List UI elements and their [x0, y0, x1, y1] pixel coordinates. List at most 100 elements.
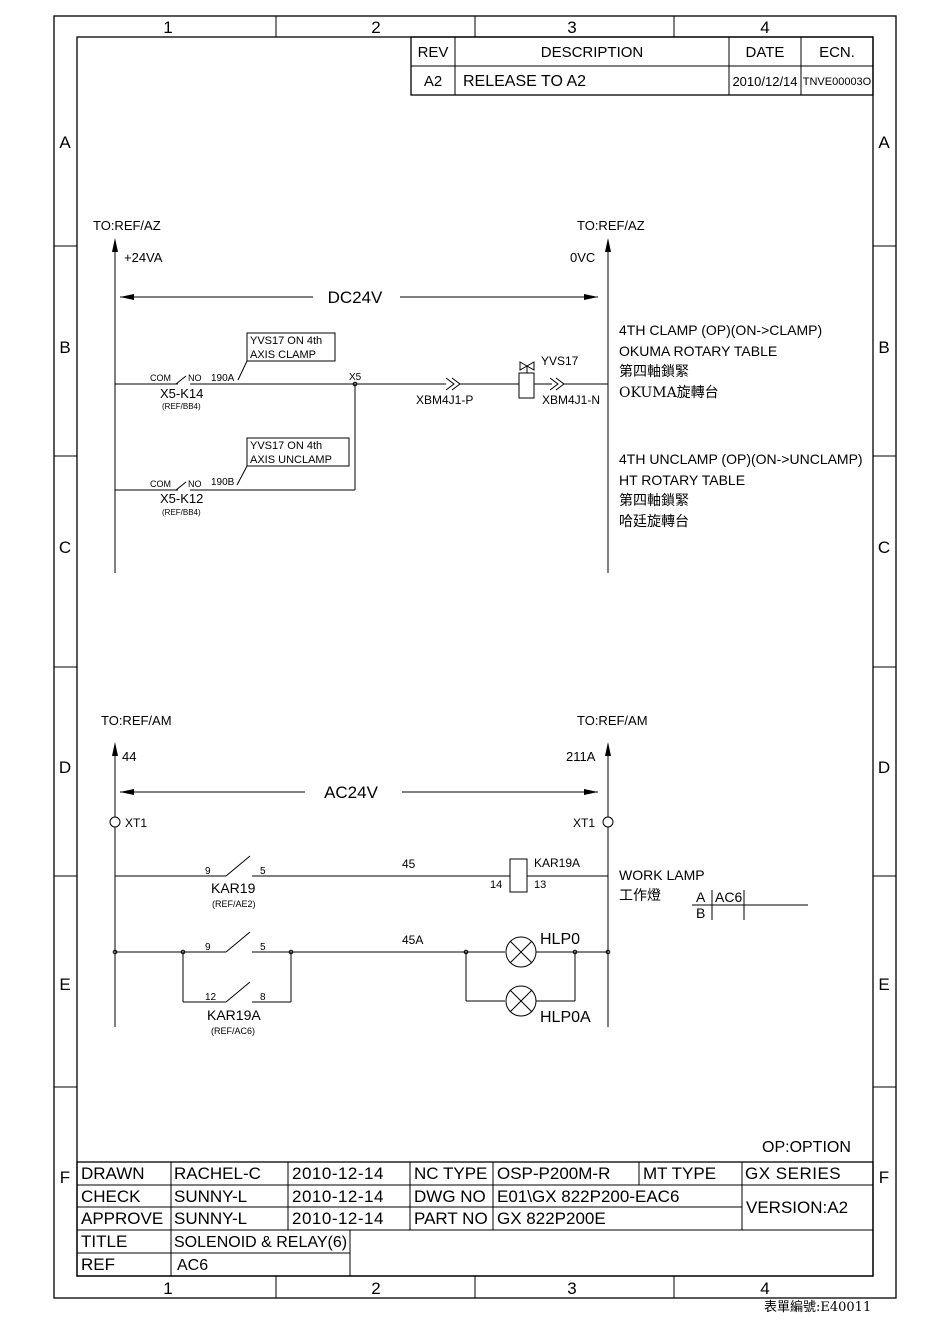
zone-row-e-left: E: [59, 975, 70, 994]
xt1-right-terminal: [602, 816, 614, 828]
date-header: DATE: [746, 44, 785, 61]
x5-k14-com: COM: [150, 373, 171, 383]
ac-right-ref: TO:REF/AM: [577, 713, 648, 728]
xt1-left-label: XT1: [125, 816, 147, 830]
dc-right-rail-arrow: [605, 238, 611, 252]
zone-row-f-right: F: [879, 1168, 889, 1187]
zone-row-b-left: B: [59, 338, 70, 357]
xref-b: B: [696, 905, 705, 921]
ref-label: REF: [81, 1255, 115, 1274]
dc-voltage-label: DC24V: [328, 288, 383, 307]
drawn-label: DRAWN: [81, 1164, 145, 1183]
kar19-label: KAR19: [211, 880, 256, 896]
x5-k12-label: X5-K12: [160, 491, 203, 506]
title-block: DRAWN RACHEL-C 2010-12-14 NC TYPE OSP-P2…: [76, 1161, 874, 1277]
solenoid-yvs17-coil: [518, 372, 535, 399]
drawn-date: 2010-12-14: [292, 1164, 384, 1183]
zone-col-4-top: 4: [760, 18, 769, 37]
zone-col-3-top: 3: [567, 18, 576, 37]
hlp0-label: HLP0: [540, 931, 580, 948]
note1-line1: YVS17 ON 4th: [250, 335, 322, 347]
zone-col-3-bottom: 3: [567, 1279, 576, 1298]
check-date: 2010-12-14: [292, 1187, 384, 1206]
kar19-contact: [225, 855, 251, 877]
zone-labels: 1 2 3 4 1 2 3 4 A B C D E F A B C D E F: [59, 18, 890, 1298]
dwg-no: E01\GX 822P200-EAC6: [497, 1187, 679, 1206]
dc-circuit: TO:REF/AZ TO:REF/AZ +24VA 0VC DC24V COM …: [93, 218, 863, 573]
x5-k14-no: NO: [188, 373, 202, 383]
x5-k12-com: COM: [150, 479, 171, 489]
zone-row-d-left: D: [59, 758, 71, 777]
drawing-frame: [53, 15, 897, 1299]
description-header: DESCRIPTION: [541, 44, 644, 61]
wire-190b: 190B: [211, 477, 235, 488]
zone-row-f-left: F: [60, 1168, 70, 1187]
dc-right-ref: TO:REF/AZ: [577, 218, 645, 233]
version: VERSION:A2: [746, 1198, 848, 1217]
xt1-left-terminal: [109, 816, 121, 828]
kar19a-pin-8: 8: [260, 992, 266, 1003]
node-x5: X5: [349, 372, 362, 383]
approve-by: SUNNY-L: [174, 1209, 247, 1228]
kar19a-pin-12: 12: [205, 992, 217, 1003]
zone-row-a-left: A: [59, 133, 71, 152]
ac-voltage-label: AC24V: [324, 783, 379, 802]
desc2-line1: 4TH UNCLAMP (OP)(ON->UNCLAMP): [619, 451, 863, 467]
xref-ac6: AC6: [715, 889, 742, 905]
wire-45a: 45A: [402, 933, 423, 947]
desc2-line2: HT ROTARY TABLE: [619, 472, 745, 488]
desc2-line3: 第四軸鎖緊: [619, 492, 689, 509]
xref-a: A: [696, 889, 706, 905]
solenoid-valve-icon: [519, 361, 535, 371]
ac-circuit: TO:REF/AM TO:REF/AM 44 211A AC24V XT1 XT…: [101, 713, 808, 1036]
zone-col-4-bottom: 4: [760, 1279, 769, 1298]
zone-col-1-bottom: 1: [163, 1279, 172, 1298]
description-value: RELEASE TO A2: [463, 73, 586, 90]
drawing-title: SOLENOID & RELAY(6): [174, 1234, 347, 1251]
kar19a-contact-1: [225, 931, 251, 953]
work-lamp-cn-label: 工作燈: [619, 888, 661, 904]
x5-k14-label: X5-K14: [160, 386, 203, 401]
approve-label: APPROVE: [81, 1209, 163, 1228]
ecn-header: ECN.: [819, 44, 855, 61]
desc1-line2: OKUMA ROTARY TABLE: [619, 343, 777, 359]
dc-left-ref: TO:REF/AZ: [93, 218, 161, 233]
ecn-value: TNVE00003O: [803, 76, 872, 88]
nc-type: OSP-P200M-R: [497, 1164, 610, 1183]
ac-right-rail-label: 211A: [566, 749, 596, 764]
drawn-by: RACHEL-C: [174, 1164, 261, 1183]
rev-value: A2: [424, 73, 442, 90]
zone-col-2-bottom: 2: [371, 1279, 380, 1298]
zone-row-a-right: A: [878, 133, 890, 152]
ref-value: AC6: [177, 1257, 208, 1274]
kar19a-coil: [509, 858, 528, 893]
part-no-label: PART NO: [414, 1209, 488, 1228]
work-lamp-label: WORK LAMP: [619, 867, 705, 883]
option-note: OP:OPTION: [762, 1139, 851, 1156]
note2-line2: AXIS UNCLAMP: [250, 454, 332, 466]
solenoid-yvs17-label: YVS17: [541, 354, 579, 368]
dc-left-rail-arrow: [112, 238, 118, 252]
x5-k14-ref: (REF/BB4): [162, 402, 201, 411]
desc1-line3: 第四軸鎖緊: [619, 363, 689, 380]
kar19a-contact-ref: (REF/AC6): [211, 1026, 255, 1036]
mt-type-label: MT TYPE: [643, 1164, 716, 1183]
zone-row-c-right: C: [878, 538, 890, 557]
kar19a-pin-14: 14: [490, 879, 502, 891]
check-label: CHECK: [81, 1187, 141, 1206]
kar19a-pin-5: 5: [260, 942, 266, 953]
date-value: 2010/12/14: [732, 74, 797, 89]
desc1-line1: 4TH CLAMP (OP)(ON->CLAMP): [619, 322, 822, 338]
dwg-no-label: DWG NO: [414, 1187, 486, 1206]
rev-header: REV: [418, 44, 449, 61]
check-by: SUNNY-L: [174, 1187, 247, 1206]
desc1-line4: OKUMA旋轉台: [619, 385, 719, 401]
x5-k12-no: NO: [188, 479, 202, 489]
nc-type-label: NC TYPE: [414, 1164, 487, 1183]
note2-line1: YVS17 ON 4th: [250, 440, 322, 452]
hlp0a-label: HLP0A: [540, 1009, 591, 1026]
x5-k12-contact: [175, 481, 187, 491]
connector-xbm4j1-p: XBM4J1-P: [416, 393, 473, 407]
form-number: 表單編號:E40011: [764, 1299, 871, 1315]
zone-row-c-left: C: [59, 538, 71, 557]
